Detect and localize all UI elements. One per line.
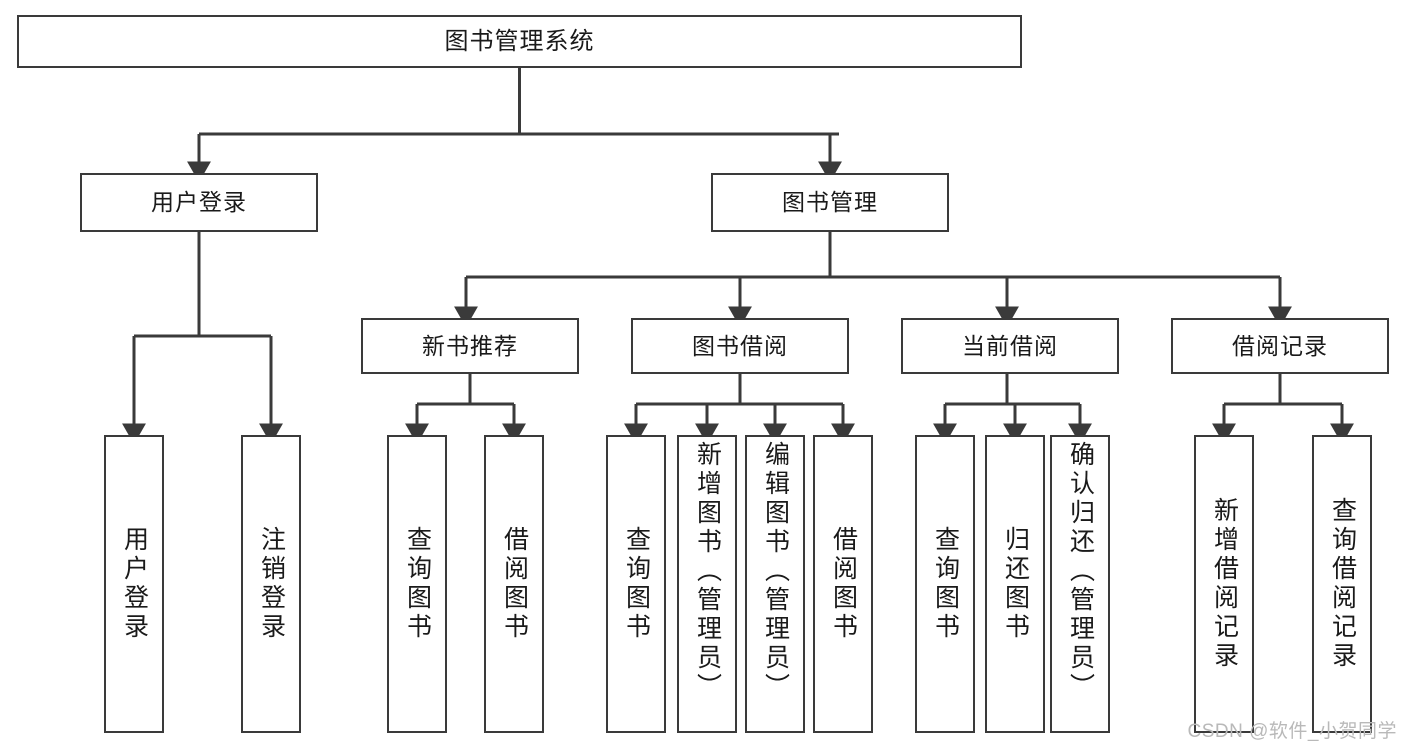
node-borrow-record[interactable]: 借阅记录 (1171, 318, 1389, 374)
node-leaf-query-book-1-label: 查询图书 (403, 526, 432, 642)
node-leaf-borrow-book-1-label: 借阅图书 (500, 526, 529, 642)
node-leaf-add-book[interactable]: 新增图书（管理员） (677, 435, 737, 733)
node-leaf-query-book-2[interactable]: 查询图书 (606, 435, 666, 733)
node-leaf-user-logout-label: 注销登录 (257, 526, 286, 642)
node-leaf-user-login-label: 用户登录 (120, 526, 149, 642)
node-leaf-add-book-label: 新增图书（管理员） (693, 441, 722, 702)
node-leaf-user-login[interactable]: 用户登录 (104, 435, 164, 733)
node-leaf-borrow-book-2[interactable]: 借阅图书 (813, 435, 873, 733)
node-root-label: 图书管理系统 (444, 27, 595, 55)
node-leaf-confirm-return-label: 确认归还（管理员） (1066, 441, 1095, 702)
node-user-login[interactable]: 用户登录 (80, 173, 318, 232)
node-book-manage[interactable]: 图书管理 (711, 173, 949, 232)
node-leaf-confirm-return[interactable]: 确认归还（管理员） (1050, 435, 1110, 733)
node-root[interactable]: 图书管理系统 (17, 15, 1022, 68)
node-book-borrow-label: 图书借阅 (692, 332, 788, 359)
node-leaf-return-book-label: 归还图书 (1001, 526, 1030, 642)
node-leaf-borrow-book-2-label: 借阅图书 (829, 526, 858, 642)
node-borrow-record-label: 借阅记录 (1232, 332, 1328, 359)
node-leaf-query-record-label: 查询借阅记录 (1328, 497, 1357, 671)
node-current-borrow-label: 当前借阅 (962, 332, 1058, 359)
node-book-borrow[interactable]: 图书借阅 (631, 318, 849, 374)
node-leaf-query-record[interactable]: 查询借阅记录 (1312, 435, 1372, 733)
node-current-borrow[interactable]: 当前借阅 (901, 318, 1119, 374)
node-new-book-rec[interactable]: 新书推荐 (361, 318, 579, 374)
node-new-book-rec-label: 新书推荐 (422, 332, 518, 359)
node-leaf-add-record-label: 新增借阅记录 (1210, 497, 1239, 671)
node-book-manage-label: 图书管理 (782, 189, 878, 216)
node-leaf-query-book-3-label: 查询图书 (931, 526, 960, 642)
node-leaf-query-book-2-label: 查询图书 (622, 526, 651, 642)
node-leaf-user-logout[interactable]: 注销登录 (241, 435, 301, 733)
node-leaf-query-book-1[interactable]: 查询图书 (387, 435, 447, 733)
node-leaf-add-record[interactable]: 新增借阅记录 (1194, 435, 1254, 733)
node-leaf-edit-book[interactable]: 编辑图书（管理员） (745, 435, 805, 733)
node-user-login-label: 用户登录 (151, 189, 247, 216)
node-leaf-edit-book-label: 编辑图书（管理员） (761, 441, 790, 702)
node-leaf-query-book-3[interactable]: 查询图书 (915, 435, 975, 733)
node-leaf-return-book[interactable]: 归还图书 (985, 435, 1045, 733)
node-leaf-borrow-book-1[interactable]: 借阅图书 (484, 435, 544, 733)
